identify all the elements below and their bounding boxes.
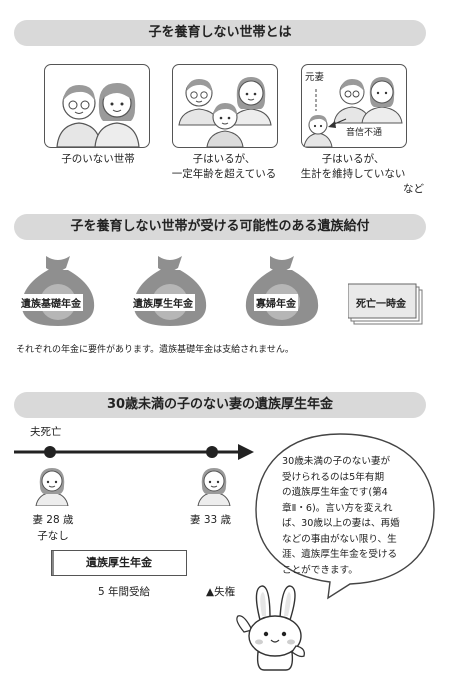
panel-child-not-supported-caption-line2: 生計を維持していない: [300, 168, 406, 180]
panel-child-over-age-caption-line2: 一定年齢を超えている: [171, 168, 277, 180]
benefits-note: それぞれの年金に要件があります。遺族基礎年金は支給されません。: [16, 345, 294, 355]
bubble-line-1: 30歳未満の子のない妻が: [282, 456, 391, 467]
panel-child-not-supported-caption-line3: など: [403, 183, 424, 195]
panel-child-over-age-caption-line1: 子はいるが、: [192, 153, 256, 165]
panel-child-not-supported-caption-line1: 子はいるが、: [321, 153, 385, 165]
receive-duration: 5 年間受給: [98, 586, 151, 598]
money-bag-3-icon: [245, 256, 319, 326]
cash-stack-icon: [348, 283, 423, 325]
ex-wife-label: 元妻: [305, 72, 325, 83]
pension-bar-label: 遺族厚生年金: [86, 556, 152, 569]
family-grown-child-illustration-icon: [178, 77, 272, 148]
bubble-line-5: ば、30歳以上の妻は、再婚: [282, 518, 400, 529]
wife-end-age: 妻 33 歳: [190, 514, 232, 526]
panel-child-not-supported: 元妻 音信不通: [301, 64, 407, 148]
section1-title: 子を養育しない世帯とは: [14, 20, 426, 46]
panel-child-over-age-caption: 子はいるが、 一定年齢を超えている: [162, 152, 286, 182]
rabbit-mascot-icon: [236, 585, 305, 671]
section2-title: 子を養育しない世帯が受ける可能性のある遺族給付: [14, 214, 426, 240]
speech-bubble-icon: [255, 433, 435, 600]
bubble-line-8: ことができます。: [282, 564, 358, 576]
bubble-line-2: 受けられるのは5年有期: [282, 471, 385, 483]
bubble-line-4: 章Ⅱ・6)。言い方を変えれ: [282, 502, 393, 514]
wife-age33-icon: [197, 468, 231, 506]
separated-family-illustration-icon: [303, 77, 403, 148]
panel-child-over-age: [172, 64, 278, 148]
wife-start-children: 子なし: [37, 530, 69, 542]
money-bag-2-icon: [133, 256, 207, 326]
couple-illustration-icon: [56, 83, 140, 148]
panel-no-children-caption: 子のいない世帯: [61, 153, 135, 165]
bubble-line-7: 涯、遺族厚生年金を受ける: [282, 549, 398, 560]
timeline-arrow-icon: [14, 444, 254, 460]
benefit-lump-sum: 死亡一時金: [356, 299, 406, 310]
wife-start-age: 妻 28 歳: [32, 514, 74, 526]
pension-period-bar: 遺族厚生年金: [51, 550, 187, 576]
husband-death-label: 夫死亡: [30, 426, 62, 438]
benefit-employee-pension: 遺族厚生年金: [131, 294, 195, 311]
benefit-basic-pension: 遺族基礎年金: [19, 294, 83, 311]
lapse-label: ▲失権: [206, 586, 236, 598]
panel-no-children: [44, 64, 150, 148]
benefit-widow-pension: 寡婦年金: [254, 294, 298, 311]
wife-start-label: 妻 28 歳 子なし: [24, 512, 82, 544]
wife-age28-icon: [35, 468, 69, 506]
bubble-line-3: の遺族厚生年金です(第4: [282, 487, 388, 498]
section3-title: 30歳未満の子のない妻の遺族厚生年金: [14, 392, 426, 418]
bubble-explanation: 30歳未満の子のない妻が 受けられるのは5年有期 の遺族厚生年金です(第4 章Ⅱ…: [282, 454, 416, 578]
bubble-line-6: などの事由がない限り、生: [282, 533, 397, 545]
panel-child-not-supported-caption: 子はいるが、 生計を維持していない など: [282, 152, 424, 197]
money-bags-icon: [21, 256, 319, 326]
no-contact-label: 音信不通: [346, 125, 383, 138]
money-bag-1-icon: [21, 256, 95, 326]
